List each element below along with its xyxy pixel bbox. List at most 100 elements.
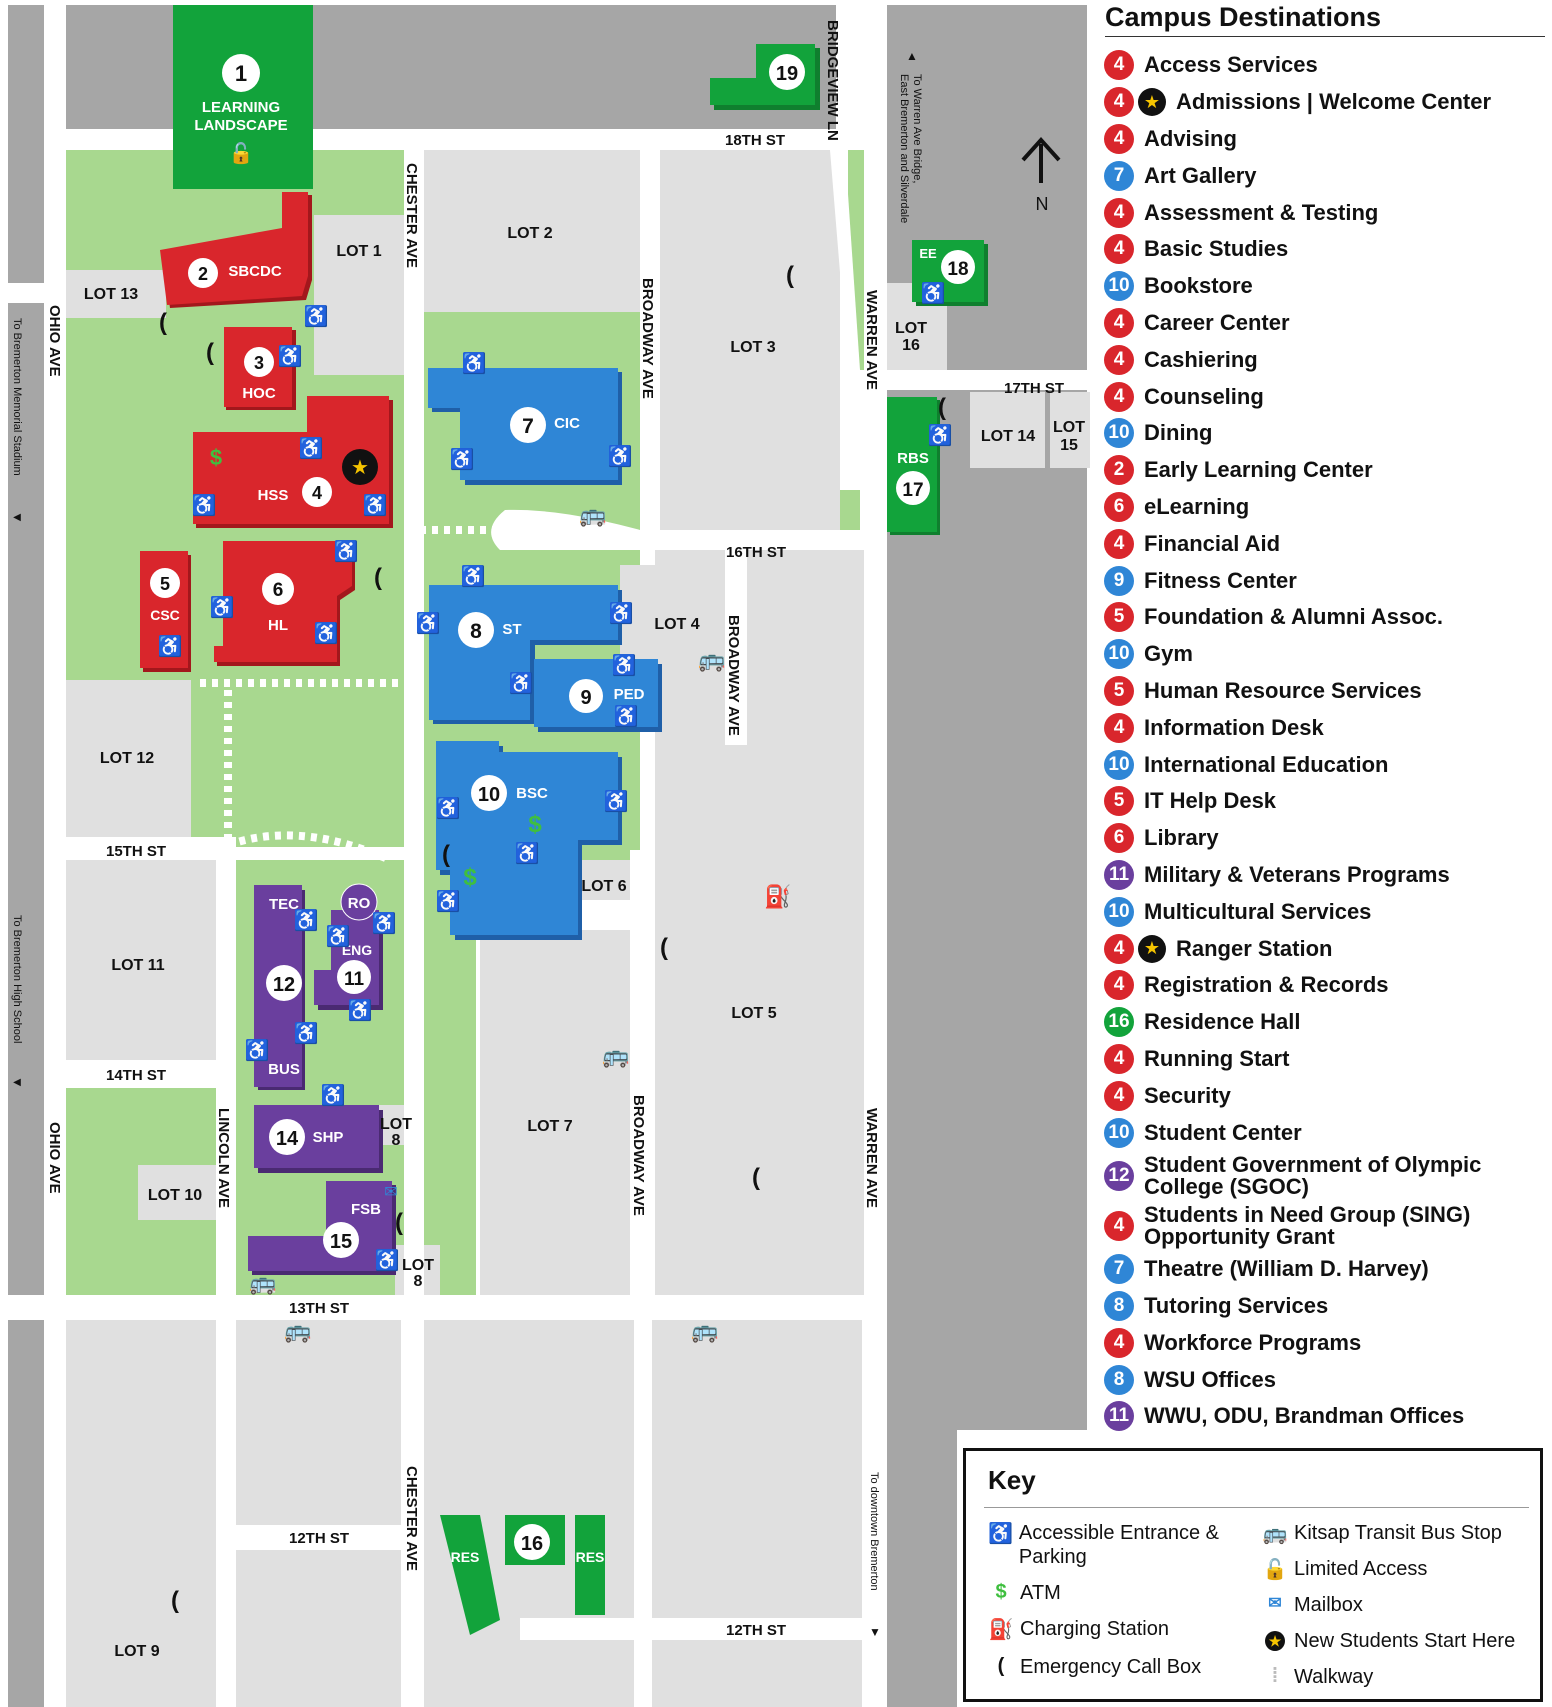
building-2-number: 2 (198, 264, 208, 284)
destination-label: International Education (1144, 751, 1389, 777)
lincoln-ave-road (216, 845, 236, 1707)
building-18-ee[interactable]: EE 18 (912, 240, 988, 306)
accessible-icon: ♿ (348, 998, 373, 1022)
street-15th-label: 15TH ST (106, 843, 166, 860)
building-16-res[interactable]: RES RES 16 (440, 1515, 605, 1635)
building-8-st[interactable]: 8 ST (429, 585, 622, 724)
building-1[interactable]: 1 LEARNING LANDSCAPE 🔓 (173, 5, 313, 189)
lot-5-label: LOT 5 (731, 1005, 776, 1022)
destination-item[interactable]: 4★Admissions | Welcome Center (1104, 84, 1552, 121)
building-12-code-top: TEC (269, 896, 299, 913)
arrow-up-icon: ▲ (906, 49, 918, 63)
building-11-number: 11 (344, 969, 365, 990)
destination-building-badge: 4 (1104, 234, 1134, 265)
building-12-number: 12 (273, 974, 295, 996)
emergency-call-box-icon: ( (374, 564, 382, 591)
warren-ave-label-north: WARREN AVE (863, 290, 880, 390)
building-4-hss[interactable]: 4 HSS ★ $ (193, 396, 393, 528)
destination-label: Admissions | Welcome Center (1176, 89, 1492, 115)
building-7-code: CIC (554, 415, 580, 432)
building-5-code: CSC (150, 607, 180, 623)
destination-building-badge: 4 (1104, 933, 1134, 964)
building-ro[interactable]: RO (340, 883, 378, 921)
street-12th-label-east: 12TH ST (726, 1622, 786, 1639)
new-students-star-icon: ★ (351, 457, 369, 479)
building-18-code: EE (919, 246, 937, 261)
building-15-fsb[interactable]: FSB 15 (248, 1181, 396, 1275)
building-3-hoc[interactable]: 3 HOC (224, 327, 296, 410)
emergency-call-box-icon: ( (159, 309, 167, 336)
key-charging-label: Charging Station (1020, 1618, 1169, 1640)
building-1-label-line2: LANDSCAPE (194, 117, 287, 134)
building-17-rbs[interactable]: RBS 17 (887, 397, 940, 535)
building-7-cic[interactable]: 7 CIC (428, 368, 622, 485)
emergency-call-box-icon: ( (442, 841, 450, 868)
building-19[interactable]: 19 (710, 44, 820, 110)
destination-item[interactable]: 4★Ranger Station (1104, 930, 1552, 967)
key-atm: $ ATM (988, 1581, 1060, 1605)
lot-12-area (66, 680, 191, 837)
lot-10-label: LOT 10 (148, 1187, 202, 1204)
emergency-call-box-icon: ( (206, 339, 214, 366)
building-9-code: PED (614, 686, 645, 703)
destination-label: Access Services (1144, 52, 1318, 78)
building-9-ped[interactable]: 9 PED (534, 659, 662, 732)
bridgeview-ln-label: BRIDGEVIEW LN (824, 20, 841, 141)
building-6-hl[interactable]: 6 HL (214, 541, 355, 666)
building-14-shp[interactable]: 14 SHP (254, 1105, 383, 1173)
destination-label: Student Government of Olympic College (S… (1144, 1151, 1482, 1199)
accessible-icon: ♿ (515, 841, 540, 865)
destination-label: Gym (1144, 641, 1193, 667)
map-key: Key ♿ Accessible Entrance & Parking $ AT… (963, 1448, 1543, 1702)
st-13-road (0, 1295, 887, 1320)
building-10-bsc[interactable]: 10 BSC $ $ (436, 741, 622, 940)
accessible-icon: ♿ (436, 796, 461, 820)
building-11-eng[interactable]: ENG 11 (314, 910, 383, 1010)
building-5-csc[interactable]: 5 CSC (140, 551, 191, 672)
direction-high-school: To Bremerton High School (11, 915, 23, 1043)
bus-stop-icon: 🚌 (698, 647, 725, 672)
building-2-sbcdc[interactable]: 2 SBCDC (160, 192, 312, 308)
north-arrow: N (1021, 137, 1061, 214)
lot-7-label: LOT 7 (527, 1118, 572, 1135)
destination-building-badge: 7 (1104, 160, 1134, 191)
building-12-tec-bus[interactable]: TEC 12 BUS (254, 885, 305, 1090)
building-6-code: HL (268, 617, 288, 634)
lot-6-label: LOT 6 (581, 878, 626, 895)
